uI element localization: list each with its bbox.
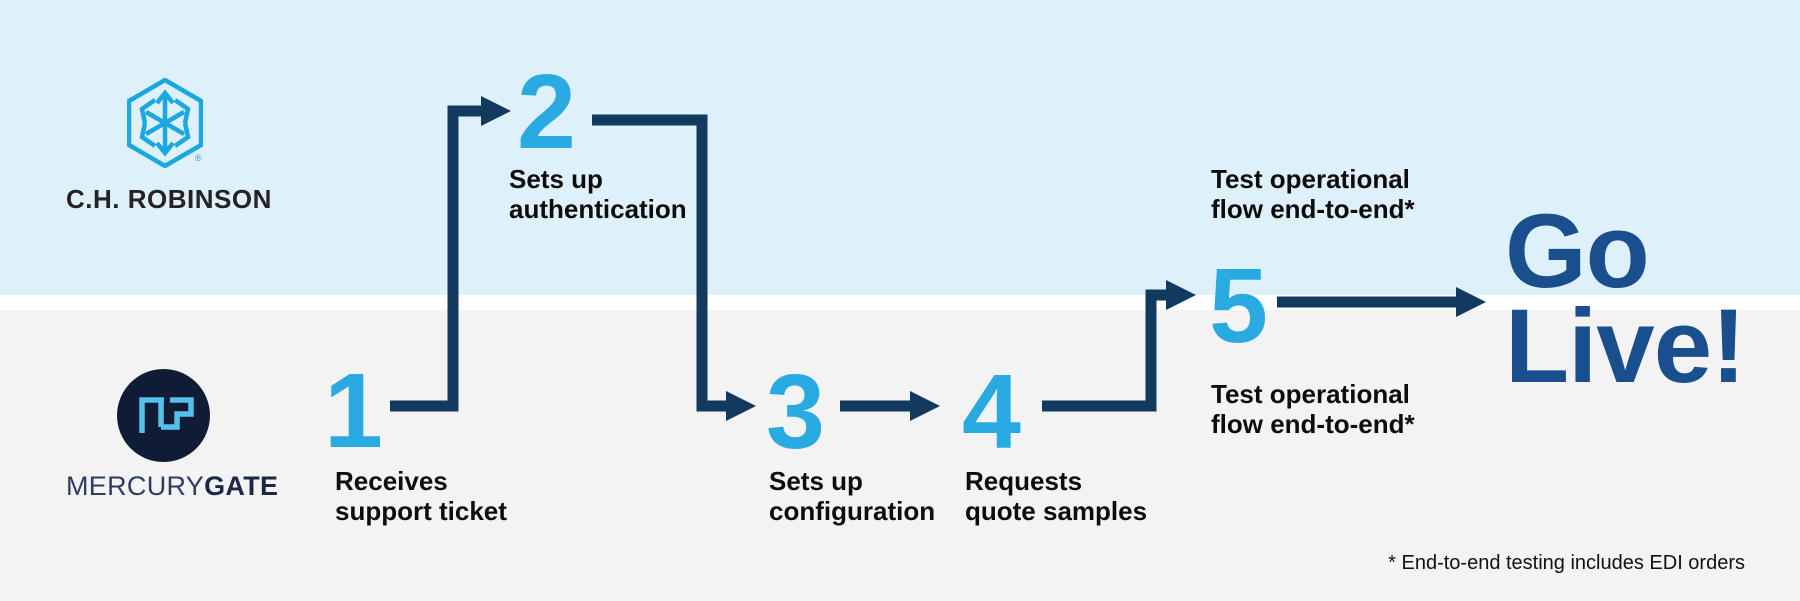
chr-registered-mark: ® (195, 153, 202, 163)
step-5-label-top: Test operational flow end-to-end* (1211, 164, 1415, 224)
chrobinson-wordmark: C.H. ROBINSON (66, 184, 272, 214)
arrow-step3-to-step4 (840, 391, 940, 421)
footnote: * End-to-end testing includes EDI orders (1388, 552, 1745, 574)
mercurygate-circle-badge (117, 369, 210, 462)
step-2-label: Sets up authentication (509, 164, 687, 224)
go-live-text: Go Live! (1505, 193, 1746, 405)
chrobinson-hexagon-cube-icon: ® (127, 78, 203, 168)
mercurygate-lane-background (0, 310, 1800, 601)
mercurygate-wordmark-gate: GATE (204, 471, 279, 501)
step-3-number: 3 (766, 353, 825, 471)
step-3-label: Sets up configuration (769, 466, 936, 526)
mercurygate-wordmark-mercury: MERCURY (66, 471, 205, 501)
step-1-label: Receives support ticket (335, 466, 507, 526)
step-1-number: 1 (324, 352, 383, 470)
step-2-number: 2 (517, 53, 576, 171)
step-5-number: 5 (1209, 247, 1268, 365)
step-5-label-bottom: Test operational flow end-to-end* (1211, 379, 1415, 439)
mercurygate-mg-monogram-icon (139, 397, 194, 433)
arrow-step1-to-step2 (390, 96, 511, 412)
arrow-step5-to-golive (1277, 287, 1486, 317)
arrow-step2-to-step3 (592, 114, 756, 421)
arrow-step4-to-step5 (1042, 280, 1196, 412)
step-4-number: 4 (962, 353, 1021, 471)
chrobinson-lane-background (0, 0, 1800, 295)
mercurygate-wordmark: MERCURYGATE (66, 471, 278, 502)
step-4-label: Requests quote samples (965, 466, 1148, 526)
